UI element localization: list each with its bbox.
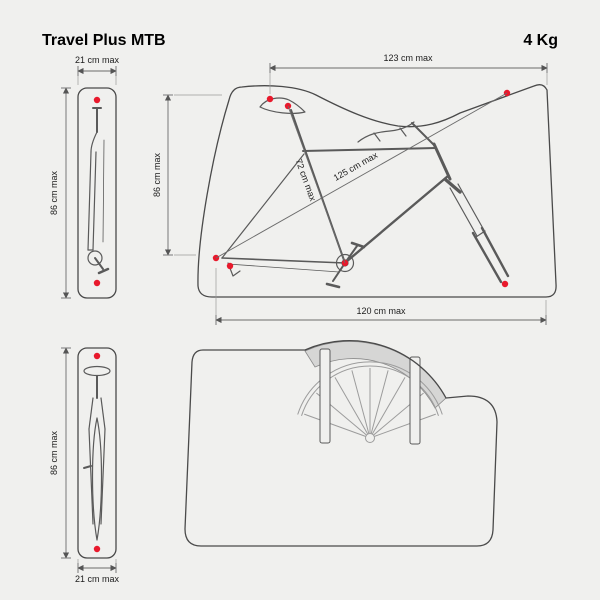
handlebar [357, 121, 415, 143]
down-tube [344, 174, 450, 264]
tire-arc [297, 361, 443, 415]
head-tube [432, 142, 452, 181]
folded-bag-outline [77, 87, 117, 299]
front-width-dimension: 21 cm max [75, 559, 120, 584]
folded-height-dimension: 86 cm max [49, 87, 71, 299]
folded-bike-art [87, 107, 110, 275]
main-height-dimension: 86 cm max [152, 94, 222, 256]
measurement-dot [93, 352, 101, 360]
stem [411, 122, 435, 146]
fork-crown [444, 178, 462, 194]
wheel [297, 361, 443, 443]
measurement-dot [93, 279, 101, 287]
main-bag-outline [197, 84, 557, 298]
folded-front-view: 86 cm max 21 cm max [49, 347, 120, 584]
main-top-width-dimension: 123 cm max [269, 53, 548, 94]
folded-front-bike-art [83, 365, 111, 541]
packed-bag-profile-view [184, 340, 498, 547]
folded-bag-front-outline [77, 347, 117, 559]
measurement-dot [93, 96, 101, 104]
top-tube [302, 147, 437, 152]
front-height-dimension: 86 cm max [49, 347, 71, 559]
measurement-dot [93, 545, 101, 553]
dim-label-frame-diagonal: 125 cm max [332, 150, 380, 183]
chainring [335, 253, 355, 273]
weight-value: 4 Kg [523, 32, 558, 49]
chain [227, 263, 340, 273]
chain-stay [221, 257, 346, 264]
page-title: Travel Plus MTB [42, 32, 166, 49]
folded-width-dimension: 21 cm max [75, 55, 120, 85]
dim-label-folded-front-width: 21 cm max [75, 574, 120, 584]
dim-label-main-height: 86 cm max [152, 152, 162, 197]
folded-side-view: 21 cm max 86 cm max [49, 55, 120, 299]
wheel-fender [304, 341, 447, 409]
strap [409, 356, 421, 445]
header: Travel Plus MTB 4 Kg [42, 32, 558, 49]
saddle [259, 97, 306, 114]
main-diagonal-dimensions: 125 cm max 72 cm max [215, 92, 508, 264]
wheel-edge-on [91, 417, 103, 541]
wheel-spokes [304, 368, 436, 439]
measurement-dot [501, 280, 509, 288]
wheel-hub [365, 433, 375, 443]
dim-label-main-bottom-width: 120 cm max [356, 306, 406, 316]
saddle-front [83, 365, 111, 377]
seat-stay [221, 153, 305, 259]
measurement-dot [226, 262, 234, 270]
bike-art [221, 97, 510, 289]
dim-label-main-top-width: 123 cm max [383, 53, 433, 63]
rim-arc [301, 365, 439, 416]
main-bottom-width-dimension: 120 cm max [215, 268, 547, 325]
measurement-dot [266, 95, 274, 103]
strap [319, 348, 331, 444]
dim-label-folded-side-height: 86 cm max [49, 170, 59, 215]
dim-label-folded-side-width: 21 cm max [75, 55, 120, 65]
main-bag-view: 123 cm max 86 cm max 125 cm max 72 cm ma… [152, 53, 557, 325]
dim-label-folded-front-height: 86 cm max [49, 430, 59, 475]
packed-bag-outline [184, 340, 498, 547]
